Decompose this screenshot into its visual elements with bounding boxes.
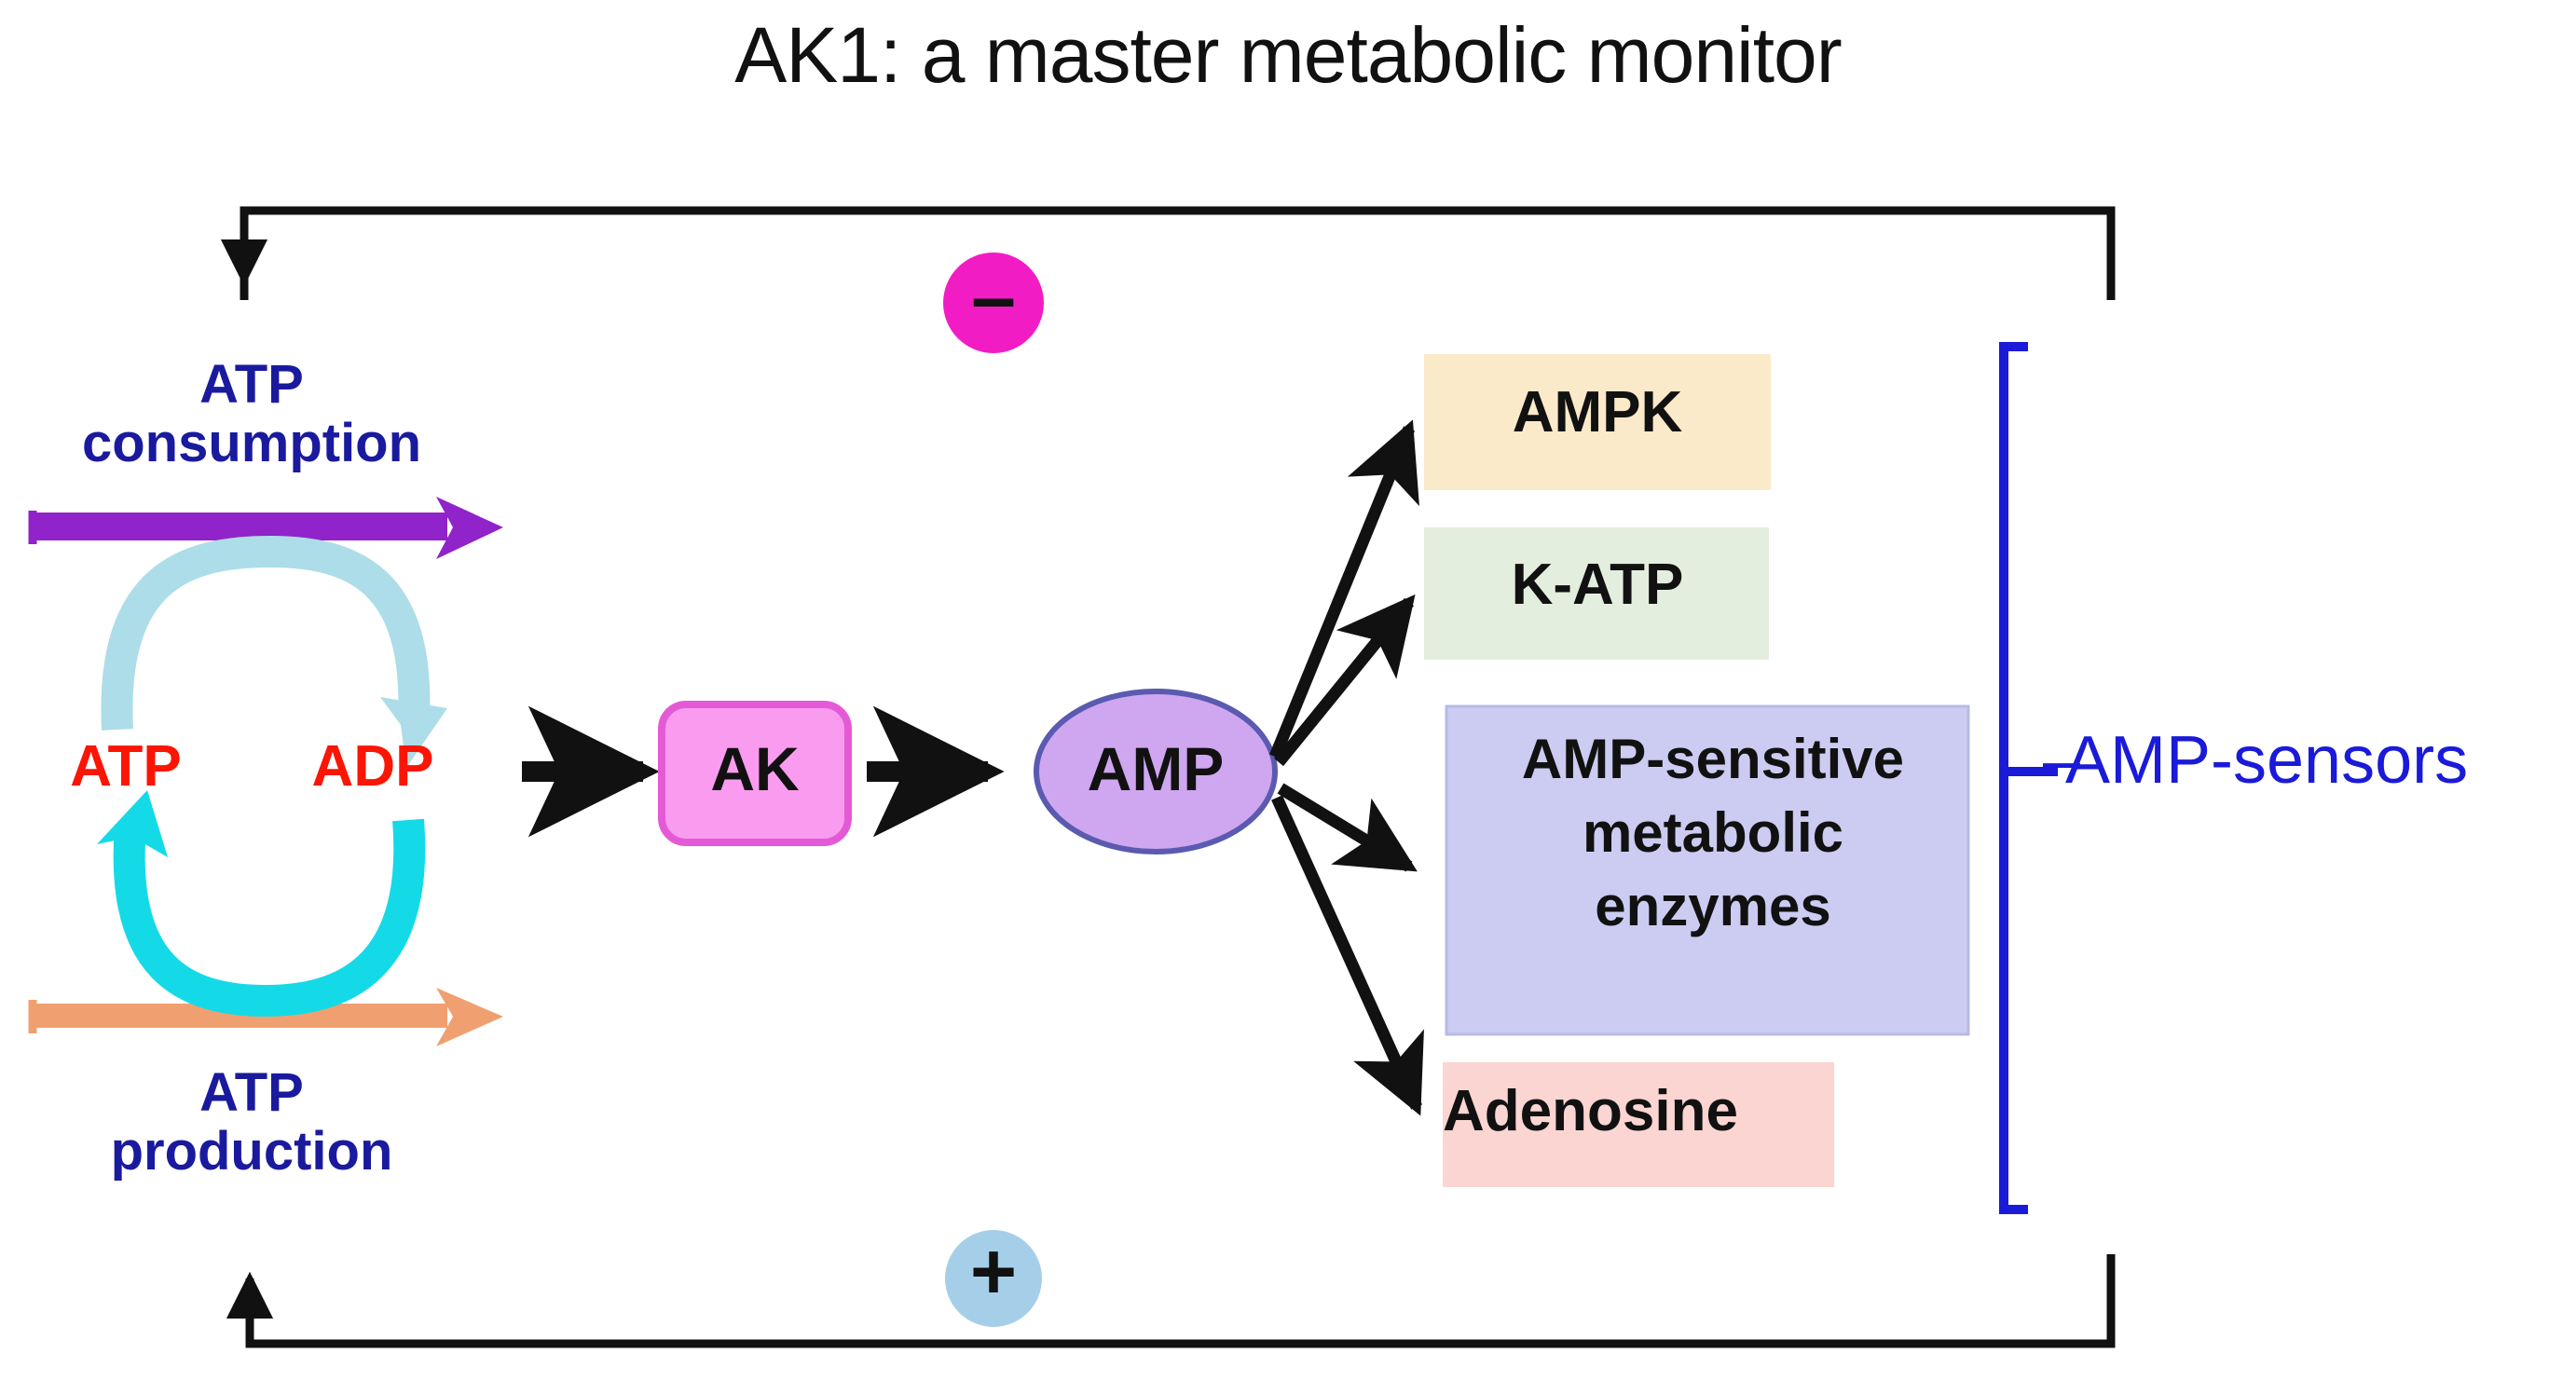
adenosine-label: Adenosine <box>1443 1079 1738 1143</box>
amp-sensitive-metabolic-enzymes-box <box>1445 704 1970 1036</box>
katp-box <box>1424 527 1769 660</box>
amp-sensors-group-label: AMP-sensors <box>2065 723 2469 798</box>
amp-sensors-bracket <box>1999 342 2058 1214</box>
arrow-to-adenosine <box>1271 795 1424 1116</box>
positive-feedback-line <box>245 1254 2116 1348</box>
ampk-box <box>1424 354 1771 490</box>
arrow-to-enzymes <box>1277 783 1418 872</box>
katp-label: K-ATP <box>1511 553 1684 617</box>
enzymes-line1: AMP-sensitive <box>1521 728 1905 790</box>
cycle-arc-top <box>101 535 431 731</box>
negative-feedback-line <box>240 206 2116 300</box>
amp-node-label: AMP <box>1087 734 1225 803</box>
positive-sign-glyph: + <box>969 1227 1018 1317</box>
atp-production-label: ATP production <box>9 1062 494 1182</box>
amp-sensitive-metabolic-enzymes-label: AMP-sensitive metabolic enzymes <box>1452 722 1974 944</box>
atp-consumption-line1: ATP <box>199 354 304 415</box>
negative-sign-circle <box>943 253 1044 353</box>
atp-consumption-line2: consumption <box>81 412 422 473</box>
negative-sign-glyph: – <box>971 253 1016 342</box>
cycle-arc-top-arrowhead <box>380 697 447 768</box>
enzymes-line2: metabolic <box>1582 801 1844 865</box>
ak-node-label: AK <box>710 734 800 803</box>
amp-sensors-dash: – <box>2043 723 2081 798</box>
cycle-arc-bottom <box>113 818 426 1018</box>
atp-adp-cycle <box>97 535 447 1018</box>
atp-consumption-label: ATP consumption <box>9 354 494 473</box>
atp-production-line1: ATP <box>199 1062 304 1123</box>
ampk-label: AMPK <box>1512 380 1683 444</box>
atp-production-arrow <box>28 988 503 1046</box>
arrow-to-katp <box>1273 594 1416 767</box>
adenosine-box <box>1443 1062 1834 1187</box>
amp-to-sensors-arrows <box>1268 419 1424 1116</box>
amp-node-shape <box>1034 689 1278 854</box>
adp-node-label: ADP <box>311 734 434 799</box>
arrow-to-ampk <box>1268 419 1419 759</box>
enzymes-line3: enzymes <box>1595 875 1831 938</box>
atp-production-line2: production <box>110 1120 393 1182</box>
positive-sign-circle <box>945 1230 1042 1327</box>
page-title: AK1: a master metabolic monitor <box>734 11 1843 99</box>
ak-node-shape <box>658 701 852 846</box>
atp-node-label: ATP <box>70 734 182 799</box>
negative-feedback-loop <box>220 206 2116 300</box>
positive-feedback-loop <box>226 1254 2116 1348</box>
cycle-arc-bottom-arrowhead <box>97 790 168 857</box>
atp-consumption-arrow <box>28 497 503 559</box>
